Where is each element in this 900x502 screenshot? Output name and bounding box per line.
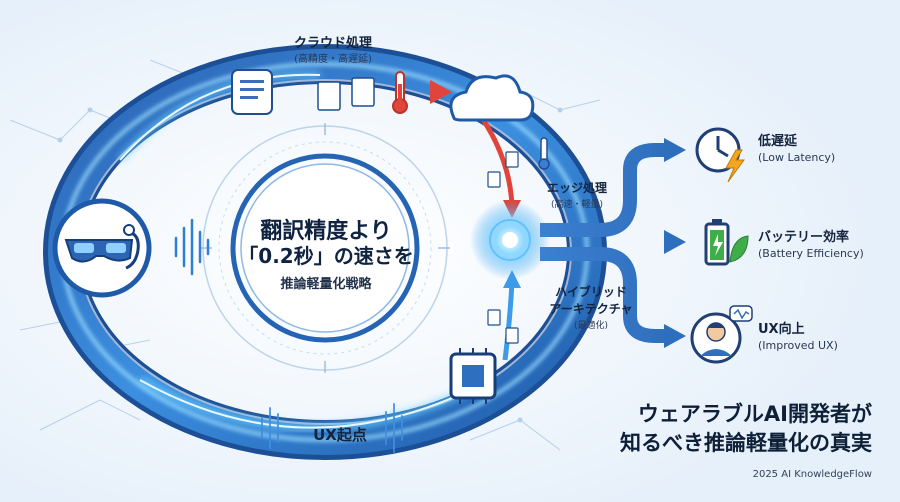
center-headline-line1: 翻訳精度より bbox=[260, 219, 392, 244]
cloud-icon bbox=[449, 74, 535, 122]
hybrid-path bbox=[502, 270, 521, 361]
audio-waveform-icon bbox=[174, 218, 210, 276]
benefit-ux-subtitle: (Improved UX) bbox=[758, 339, 838, 352]
benefit-battery-subtitle: (Battery Efficiency) bbox=[758, 247, 864, 260]
light-streaks bbox=[118, 72, 472, 431]
main-title-line1: ウェアラブルAI開発者が bbox=[637, 402, 872, 426]
cloud-path bbox=[231, 69, 521, 218]
main-title-line2: 知るべき推論軽量化の真実 bbox=[620, 431, 872, 455]
hybrid-subtitle: (最適化) bbox=[573, 321, 609, 331]
data-packet-icons bbox=[487, 151, 519, 344]
cloud-processing-title: クラウド処理 bbox=[293, 36, 373, 51]
benefit-low-latency-title: 低遅延 bbox=[758, 134, 798, 149]
edge-processing-node bbox=[470, 200, 550, 280]
ux-start-label: UX起点 bbox=[313, 426, 367, 444]
benefit-low-latency-subtitle: (Low Latency) bbox=[758, 151, 836, 164]
bottom-waveform-icon bbox=[261, 403, 403, 453]
copyright-text: 2025 AI KnowledgeFlow bbox=[752, 469, 872, 480]
clock-lightning-icon bbox=[695, 127, 745, 183]
benefit-ux-title: UX向上 bbox=[758, 322, 805, 337]
center-strategy-label: 推論軽量化戦略 bbox=[280, 277, 372, 292]
benefit-battery-title: バッテリー効率 bbox=[758, 230, 850, 245]
document-icon bbox=[231, 69, 273, 115]
user-chat-icon bbox=[690, 305, 753, 364]
smart-glasses-icon bbox=[52, 198, 152, 298]
benefit-arrows bbox=[540, 138, 686, 348]
battery-leaf-icon bbox=[704, 219, 749, 266]
hybrid-title-line2: アーキテクチャ bbox=[549, 302, 633, 316]
cloud-processing-subtitle: (高精度・高遅延) bbox=[294, 54, 372, 65]
center-headline-line2: 「0.2秒」の速さを bbox=[238, 244, 414, 268]
core-rings bbox=[200, 123, 450, 373]
chip-icon bbox=[449, 348, 497, 404]
edge-processing-subtitle: (高速・軽量) bbox=[550, 200, 604, 210]
edge-processing-title: エッジ処理 bbox=[546, 181, 608, 195]
hybrid-title-line1: ハイブリッド bbox=[555, 285, 627, 299]
edge-thermometer-icon bbox=[538, 137, 550, 170]
